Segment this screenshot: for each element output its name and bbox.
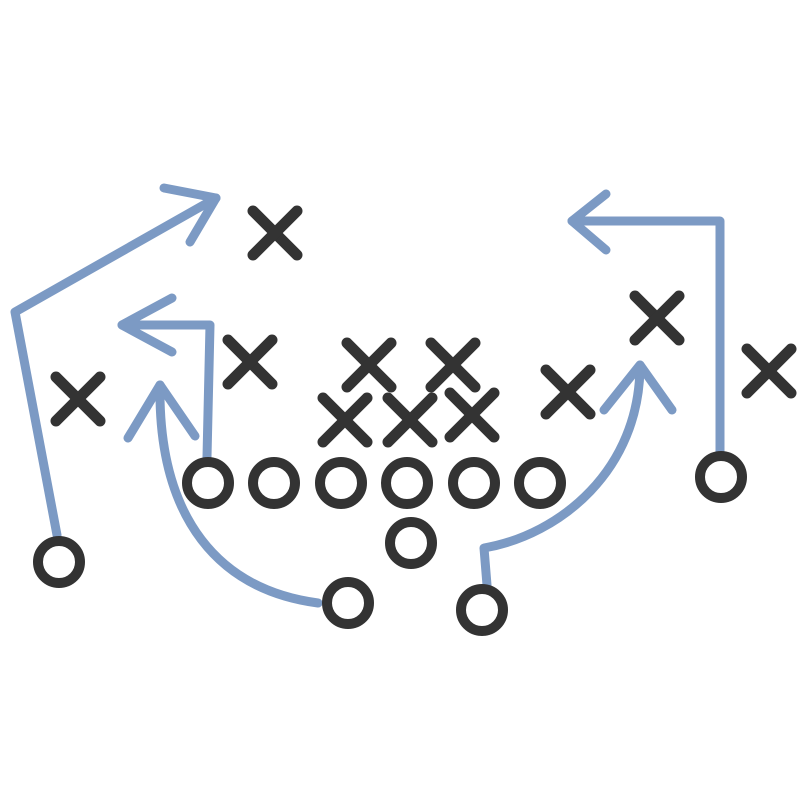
arrowhead: [159, 183, 221, 247]
offense-players: [33, 451, 747, 636]
offense-routes: [10, 183, 725, 608]
defense-x: [247, 205, 303, 261]
defense-x: [444, 387, 500, 443]
defense-x: [341, 337, 397, 393]
defense-x: [540, 364, 596, 420]
arrowhead: [599, 360, 677, 415]
route-arrow: [567, 189, 725, 457]
defense-x: [741, 343, 797, 399]
offense-o: [456, 584, 508, 636]
offense-o: [33, 536, 85, 588]
route-arrow: [479, 360, 677, 590]
defense-x: [629, 290, 685, 346]
route-arrow: [10, 183, 221, 540]
offense-o: [514, 457, 566, 509]
defense-x: [222, 334, 278, 390]
arrowhead: [123, 380, 200, 443]
defense-x: [317, 392, 373, 448]
route-arrow: [117, 293, 215, 462]
defense-x: [425, 337, 481, 393]
offense-o: [182, 457, 234, 509]
route-arrow: [123, 380, 323, 608]
offense-o: [385, 517, 437, 569]
arrowhead: [117, 293, 177, 357]
offense-o: [248, 457, 300, 509]
defense-players: [50, 205, 797, 448]
offense-o: [381, 457, 433, 509]
offense-o: [315, 457, 367, 509]
defense-x: [50, 371, 106, 427]
defense-x: [382, 392, 438, 448]
offense-o: [448, 457, 500, 509]
offense-o: [695, 451, 747, 503]
arrowhead: [567, 189, 611, 255]
offense-o: [322, 577, 374, 629]
